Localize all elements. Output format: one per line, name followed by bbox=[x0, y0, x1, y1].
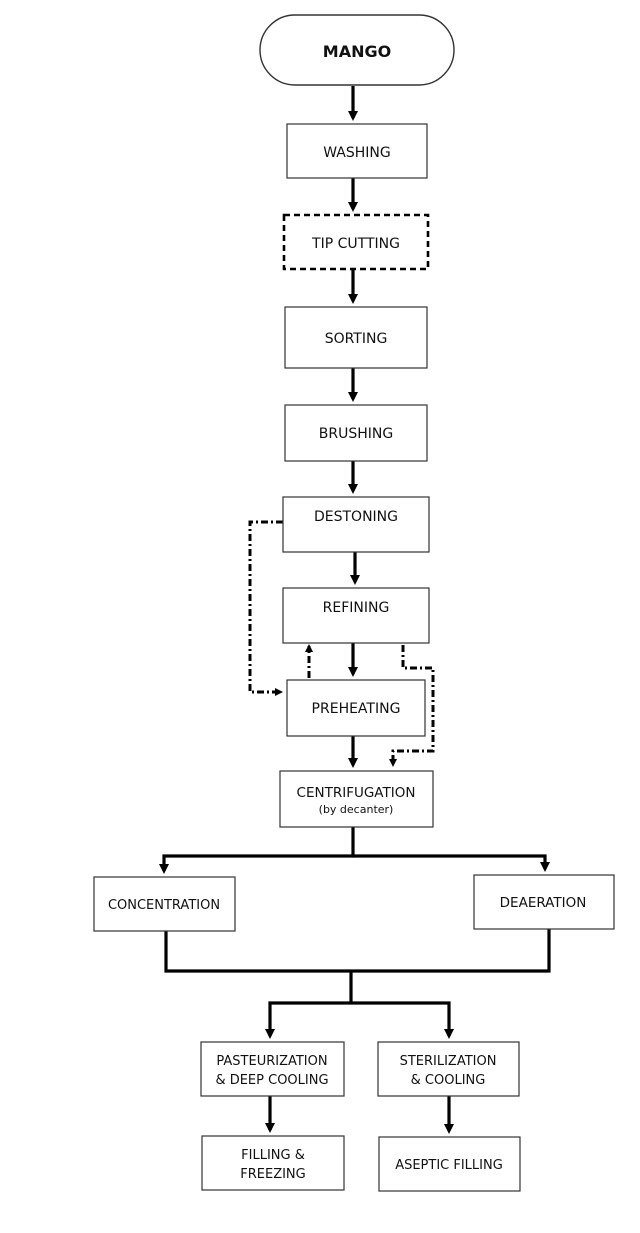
node-tip-cutting: TIP CUTTING bbox=[282, 213, 430, 271]
node-deaeration: DEAERATION bbox=[473, 874, 615, 930]
node-preheating: PREHEATING bbox=[286, 679, 426, 737]
node-label: CENTRIFUGATION bbox=[297, 785, 416, 801]
split-centrifugation-right bbox=[353, 854, 550, 872]
node-brushing: BRUSHING bbox=[284, 404, 428, 462]
node-label-line2: & DEEP COOLING bbox=[215, 1073, 328, 1088]
node-label: STERILIZATION bbox=[400, 1054, 497, 1069]
bypass-arrows bbox=[248, 520, 435, 767]
bypass-refining-centrifugation bbox=[389, 645, 435, 767]
node-destoning: DESTONING bbox=[282, 496, 430, 553]
node-label-line2: FREEZING bbox=[240, 1167, 305, 1182]
node-label: BRUSHING bbox=[319, 426, 393, 442]
node-washing: WASHING bbox=[286, 123, 428, 179]
node-label: PASTEURIZATION bbox=[216, 1054, 327, 1069]
node-label: WASHING bbox=[323, 145, 391, 161]
bypass-destoning-preheating bbox=[248, 520, 283, 696]
node-label: DEAERATION bbox=[500, 895, 587, 911]
node-label: DESTONING bbox=[314, 509, 398, 525]
flow-arrows bbox=[159, 86, 551, 1134]
node-concentration: CONCENTRATION bbox=[93, 876, 236, 932]
node-aseptic-filling: ASEPTIC FILLING bbox=[378, 1136, 521, 1192]
node-label: CONCENTRATION bbox=[108, 898, 220, 913]
node-pasteurization: PASTEURIZATION & DEEP COOLING bbox=[200, 1041, 345, 1097]
node-label-line2: & COOLING bbox=[411, 1073, 486, 1088]
node-sterilization: STERILIZATION & COOLING bbox=[377, 1041, 520, 1097]
node-label: TIP CUTTING bbox=[311, 236, 400, 252]
merge-line bbox=[164, 929, 551, 973]
node-label: ASEPTIC FILLING bbox=[395, 1158, 503, 1173]
node-mango: MANGO bbox=[259, 14, 455, 86]
node-filling-freezing: FILLING & FREEZING bbox=[201, 1135, 345, 1191]
split-centrifugation bbox=[159, 827, 355, 874]
split-to-sterilization bbox=[351, 1001, 454, 1039]
node-sublabel: (by decanter) bbox=[319, 803, 394, 816]
node-label: SORTING bbox=[325, 331, 388, 347]
node-label: FILLING & bbox=[241, 1148, 305, 1163]
node-label: MANGO bbox=[323, 42, 391, 61]
node-refining: REFINING bbox=[282, 587, 430, 644]
node-centrifugation: CENTRIFUGATION (by decanter) bbox=[279, 770, 434, 828]
node-label: REFINING bbox=[323, 600, 390, 616]
node-label: PREHEATING bbox=[312, 701, 401, 717]
split-to-pasteurization bbox=[265, 1001, 351, 1039]
node-sorting: SORTING bbox=[284, 306, 428, 369]
